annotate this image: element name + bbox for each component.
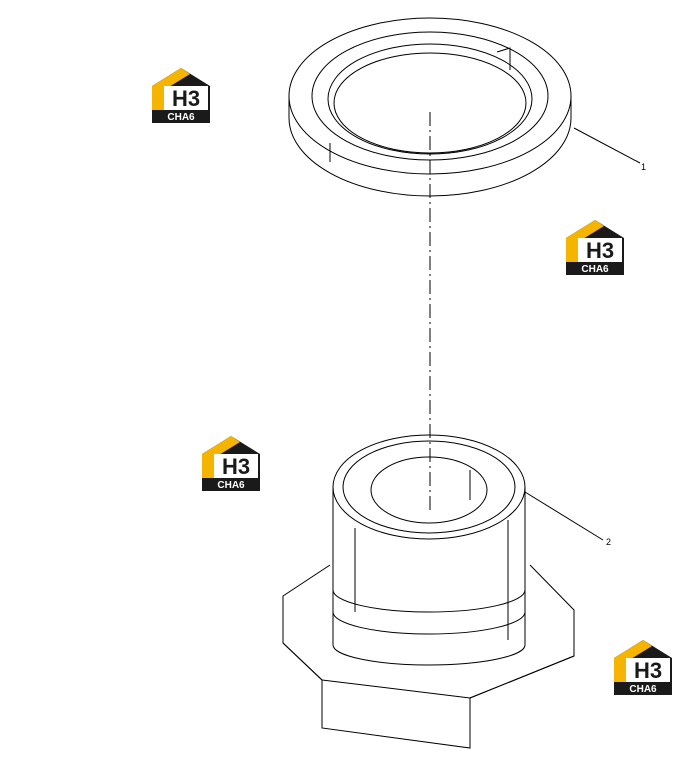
hex-fitting-part bbox=[282, 434, 575, 749]
svg-text:CHA6: CHA6 bbox=[581, 264, 609, 275]
callout-1: 1 bbox=[641, 162, 647, 172]
svg-text:H3: H3 bbox=[222, 454, 250, 479]
svg-text:H3: H3 bbox=[586, 238, 614, 263]
leader-line-2 bbox=[524, 491, 604, 541]
svg-text:CHA6: CHA6 bbox=[167, 112, 195, 123]
house-logo-icon: H3 CHA6 bbox=[566, 220, 624, 275]
house-logo-icon: H3 CHA6 bbox=[614, 640, 672, 695]
watermark-logo: H3 CHA6 bbox=[612, 638, 674, 696]
watermark-logo: H3 CHA6 bbox=[200, 434, 262, 492]
watermark-logo: H3 CHA6 bbox=[564, 218, 626, 276]
house-logo-icon: H3 CHA6 bbox=[202, 436, 260, 491]
svg-text:H3: H3 bbox=[634, 658, 662, 683]
svg-text:CHA6: CHA6 bbox=[217, 480, 245, 491]
house-logo-icon: H3 CHA6 bbox=[152, 68, 210, 123]
leader-line-1 bbox=[573, 127, 641, 164]
watermark-logo: H3 CHA6 bbox=[150, 66, 212, 124]
svg-text:CHA6: CHA6 bbox=[629, 684, 657, 695]
callout-2: 2 bbox=[606, 537, 612, 547]
svg-text:H3: H3 bbox=[172, 86, 200, 111]
